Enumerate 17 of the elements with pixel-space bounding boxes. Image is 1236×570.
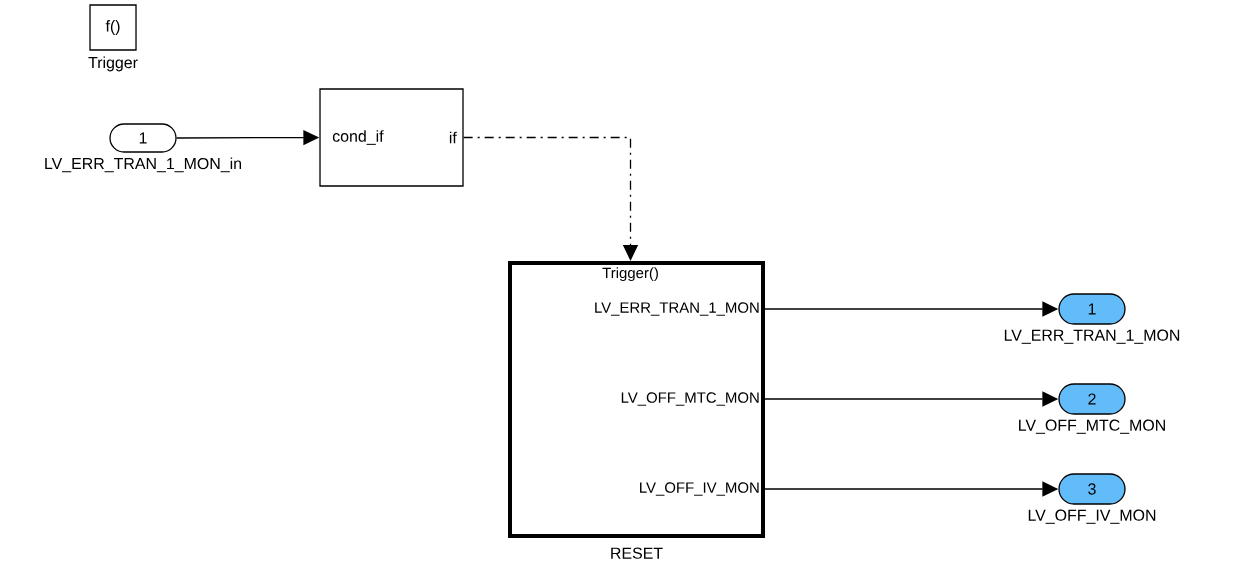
outport-block: 1 xyxy=(1058,293,1126,325)
function-call-block: f() xyxy=(89,4,137,51)
if-block: cond_if if xyxy=(319,88,464,187)
trigger-port-label: Trigger() xyxy=(602,267,658,282)
outport-block: 2 xyxy=(1058,383,1126,415)
signal-line xyxy=(463,136,639,261)
block-label: Trigger xyxy=(88,56,138,72)
block-label: RESET xyxy=(611,547,663,559)
outport-block: 3 xyxy=(1058,473,1126,505)
inport-block: 1 xyxy=(109,123,177,153)
block-label: LV_OFF_MTC_MON xyxy=(1019,419,1165,434)
port-label: LV_OFF_MTC_MON xyxy=(621,392,759,406)
port-label: LV_OFF_IV_MON xyxy=(640,482,759,496)
block-label: LV_ERR_TRAN_1_MON xyxy=(1004,329,1180,344)
block-label: LV_ERR_TRAN_1_MON_in xyxy=(45,157,241,173)
port-label: LV_ERR_TRAN_1_MON xyxy=(595,302,759,316)
block-label: LV_OFF_IV_MON xyxy=(1028,509,1156,524)
